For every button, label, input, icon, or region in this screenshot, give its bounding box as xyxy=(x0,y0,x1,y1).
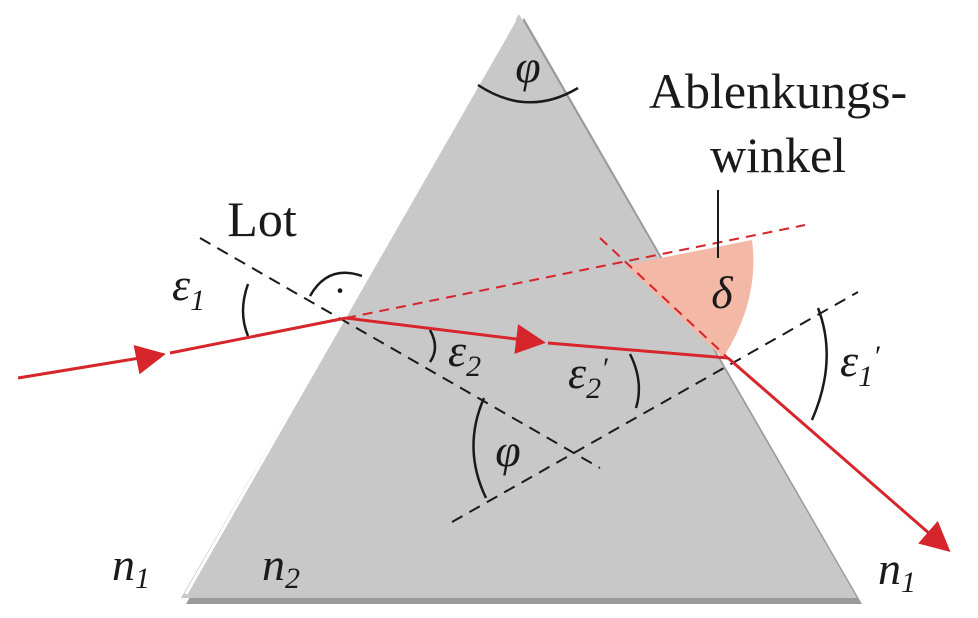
epsilon1-arc xyxy=(241,283,250,337)
prism-left-highlight xyxy=(184,19,517,595)
epsilon1-label: ε1 xyxy=(172,259,205,317)
right-angle-dot: · xyxy=(333,268,346,313)
right-angle-arc xyxy=(308,271,363,297)
epsilon2-label: ε2 xyxy=(448,325,481,383)
normal-line-exit xyxy=(451,291,859,523)
epsilon1-letter: ε xyxy=(172,259,191,310)
n1-right-label: n1 xyxy=(878,543,916,599)
epsilon1p-letter: ε xyxy=(840,335,859,386)
epsilon1p-sub: 1 xyxy=(858,360,873,393)
n2-letter: n xyxy=(262,539,285,590)
deviation-symbol: δ xyxy=(711,267,733,318)
epsilon1-prime-label: ε1′ xyxy=(840,335,880,393)
epsilon2-prime-label: ε2′ xyxy=(568,347,608,405)
epsilon2-sub: 2 xyxy=(466,350,481,383)
n1-right-letter: n xyxy=(878,543,901,594)
n1-right-sub: 1 xyxy=(901,566,916,599)
deviation-title-line1: Ablenkungs- xyxy=(649,63,907,119)
epsilon1-sub: 1 xyxy=(190,284,205,317)
inner-phi-label: φ xyxy=(495,425,520,476)
normal-line-entry xyxy=(199,237,601,469)
epsilon2-letter: ε xyxy=(448,325,467,376)
incident-ray-tail xyxy=(169,316,347,355)
refracted-ray-tail xyxy=(547,341,729,360)
deviation-title-line2: winkel xyxy=(710,127,846,183)
prism xyxy=(181,14,857,598)
incident-ray-arrow xyxy=(133,344,166,375)
n1-left-letter: n xyxy=(112,539,135,590)
refracted-ray xyxy=(345,316,546,354)
inner-phi-arc xyxy=(472,397,488,499)
epsilon2p-letter: ε xyxy=(568,347,587,398)
exit-ray xyxy=(727,356,951,552)
apex-angle-arc xyxy=(477,83,579,104)
epsilon1-prime-arc xyxy=(810,307,828,421)
n1-left-label: n1 xyxy=(112,539,150,595)
n2-sub: 2 xyxy=(285,562,300,595)
apex-angle-label: φ xyxy=(515,41,540,92)
epsilon2-prime-arc xyxy=(628,353,641,409)
n1-left-sub: 1 xyxy=(135,562,150,595)
incident-ray xyxy=(17,353,159,380)
deviation-angle-wedge xyxy=(625,240,754,358)
normal-label: Lot xyxy=(227,191,297,247)
epsilon2p-prime: ′ xyxy=(601,352,608,385)
n2-label: n2 xyxy=(262,539,300,595)
epsilon1p-prime: ′ xyxy=(873,340,880,373)
exit-ray-back-extension xyxy=(599,237,729,359)
epsilon2p-sub: 2 xyxy=(586,372,601,405)
epsilon2-arc xyxy=(428,329,437,363)
